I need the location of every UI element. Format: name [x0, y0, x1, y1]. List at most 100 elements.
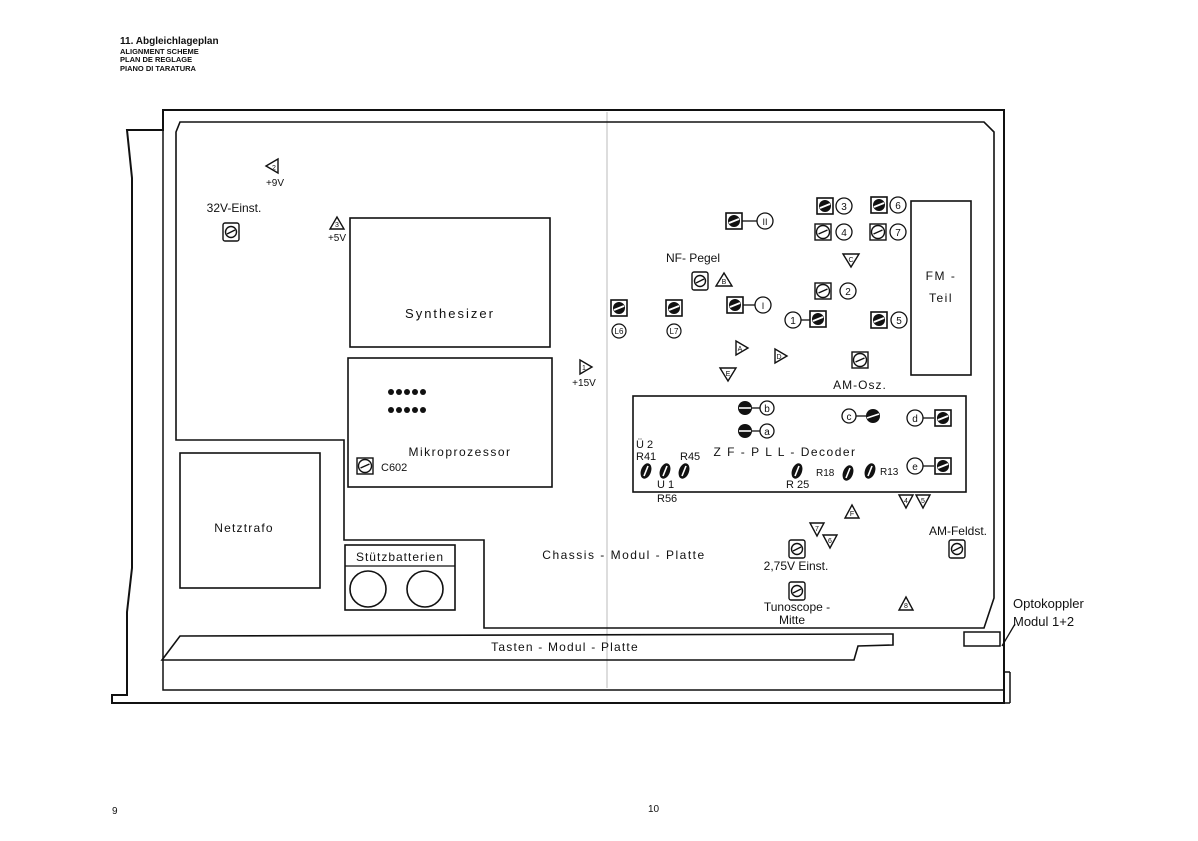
svg-text:F: F — [850, 511, 854, 518]
trimmer-e — [934, 457, 952, 475]
trimmer-I — [726, 296, 744, 314]
triangle-2-marker: 2 — [264, 157, 279, 175]
marker-c: c — [847, 412, 852, 423]
u1-label: U 1 — [657, 479, 674, 491]
resistor-r18 — [839, 462, 857, 484]
mikroprozessor-label: Mikroprozessor — [408, 445, 511, 459]
marker-d: d — [912, 414, 918, 425]
optokoppler-module-label: Modul 1+2 — [1013, 614, 1074, 629]
triangle-C-marker: C — [841, 253, 861, 269]
einst275v-pot — [788, 539, 806, 559]
triangle-4-marker: 4 — [897, 494, 915, 510]
tunoscope-label-2: Mitte — [779, 613, 805, 627]
am-osz-label: AM-Osz. — [833, 378, 887, 392]
r41-label: R41 — [636, 451, 656, 463]
board-outline — [111, 109, 1005, 704]
triangle-F-marker: F — [843, 503, 861, 519]
zf-pll-decoder-block — [632, 395, 967, 493]
triangle-A-marker: A — [735, 339, 750, 357]
triangle-8-marker: 8 — [897, 595, 915, 611]
fm-teil-label-2: Teil — [929, 291, 953, 305]
svg-text:3: 3 — [335, 222, 339, 229]
synthesizer-block — [349, 217, 551, 348]
svg-text:C: C — [848, 257, 853, 264]
trimmer-a — [738, 424, 752, 438]
einst32v-label: 32V-Einst. — [207, 201, 262, 215]
mikroprozessor-block — [347, 357, 553, 488]
triangle-6-marker: 6 — [821, 534, 839, 550]
marker-b: b — [764, 404, 770, 415]
trimmer-c — [866, 409, 880, 423]
plus5v-label: +5V — [328, 233, 346, 244]
chassis-label: Chassis - Modul - Platte — [542, 548, 705, 562]
u2-label: Ü 2 — [636, 439, 653, 451]
einst32v-pot — [222, 222, 240, 242]
l6-coil-trimmer — [610, 299, 628, 317]
fm-teil-block — [910, 200, 972, 376]
r13-label: R13 — [880, 467, 899, 478]
trimmer-1 — [809, 310, 827, 328]
plus15v-label: +15V — [572, 378, 596, 389]
c602-label: C602 — [381, 462, 407, 474]
synthesizer-label: Synthesizer — [405, 306, 495, 321]
page-number-left: 9 — [112, 806, 118, 817]
svg-text:7: 7 — [815, 526, 819, 533]
fm-teil-label: FM - — [926, 269, 957, 283]
subtitle-french: PLAN DE REGLAGE — [120, 55, 193, 65]
resistor-r45 — [675, 460, 693, 482]
netztrafo-label: Netztrafo — [214, 521, 274, 535]
svg-text:6: 6 — [828, 538, 832, 545]
document-title: 11. Abgleichlageplan — [120, 36, 219, 47]
svg-text:D: D — [776, 354, 781, 361]
am-feldst-label: AM-Feldst. — [929, 524, 987, 538]
am-feldst-pot — [948, 539, 966, 559]
svg-text:1: 1 — [582, 365, 586, 372]
battery-1 — [349, 570, 387, 608]
marker-7: 7 — [895, 228, 901, 239]
l6-label: L6 — [615, 327, 624, 336]
r25-label: R 25 — [786, 479, 809, 491]
triangle-7-marker: 7 — [808, 522, 826, 538]
marker-5: 5 — [896, 316, 902, 327]
optokoppler-label: Optokoppler — [1013, 596, 1084, 611]
triangle-D-marker: D — [774, 347, 789, 365]
svg-text:4: 4 — [904, 498, 908, 505]
chassis-module-plate — [175, 121, 995, 629]
svg-text:5: 5 — [921, 498, 925, 505]
r56-label: R56 — [657, 493, 677, 505]
am-osz-trimmer — [851, 351, 869, 369]
nf-pegel-label: NF- Pegel — [666, 251, 720, 265]
marker-2: 2 — [845, 287, 851, 298]
svg-text:8: 8 — [904, 603, 908, 610]
stuetzbatterien-label: Stützbatterien — [356, 550, 444, 564]
marker-II: II — [762, 217, 767, 227]
tunoscope-pot — [788, 581, 806, 601]
marker-e: e — [912, 462, 918, 473]
zf-pll-decoder-label: Z F - P L L - Decoder — [713, 445, 856, 459]
marker-4: 4 — [841, 228, 847, 239]
plus9v-label: +9V — [266, 178, 284, 189]
r18-label: R18 — [816, 468, 835, 479]
triangle-3-marker: 3 — [328, 215, 346, 230]
svg-text:2: 2 — [272, 165, 276, 172]
resistor-u1 — [656, 460, 674, 482]
subtitle-italian: PIANO DI TARATURA — [120, 63, 196, 73]
triangle-5-marker: 5 — [914, 494, 932, 510]
netztrafo-block — [179, 452, 321, 589]
trimmer-4 — [814, 223, 832, 241]
subtitle-english: ALIGNMENT SCHEME — [120, 46, 199, 56]
trimmer-6 — [870, 196, 888, 214]
einst275v-label: 2,75V Einst. — [764, 559, 829, 573]
resistor-r25 — [788, 460, 806, 482]
triangle-B-marker: B — [714, 271, 734, 287]
tunoscope-label: Tunoscope - — [764, 600, 830, 614]
marker-3: 3 — [841, 202, 847, 213]
trimmer-II — [725, 212, 743, 230]
page-header: 11. Abgleichlageplan ALIGNMENT SCHEME PL… — [120, 36, 219, 73]
trimmer-b — [738, 401, 752, 415]
svg-text:B: B — [722, 279, 727, 286]
triangle-1-marker: 1 — [579, 358, 594, 376]
resistor-r41 — [637, 460, 655, 482]
triangle-E-marker: E — [718, 367, 738, 383]
